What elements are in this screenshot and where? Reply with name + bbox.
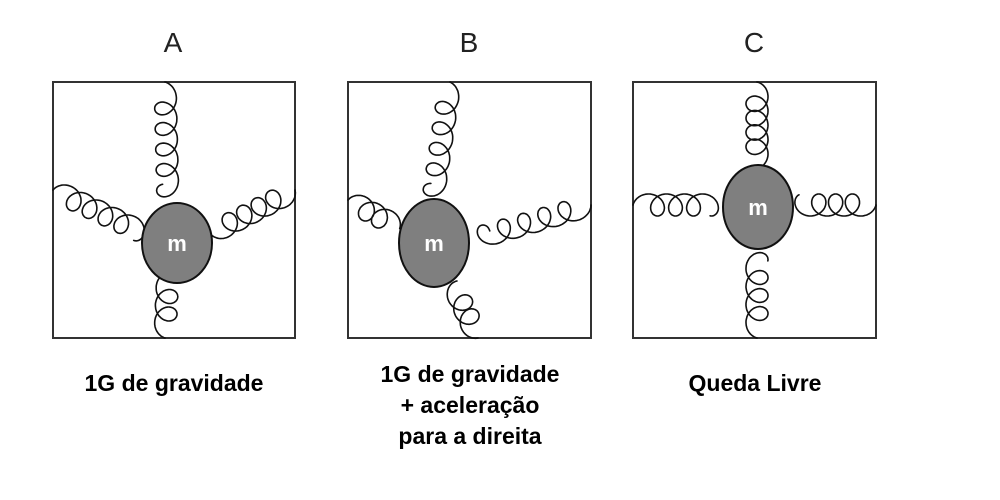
panel-c: C m xyxy=(632,27,877,339)
panel-c-mass-label: m xyxy=(748,195,768,220)
panel-a-caption: 1G de gravidade xyxy=(40,368,308,399)
panel-a-spring-right xyxy=(206,189,297,240)
panel-c-mass xyxy=(722,164,794,250)
panel-a: A m xyxy=(52,27,297,339)
panel-a-spring-left xyxy=(52,184,146,242)
panel-a-spring-top xyxy=(153,81,180,198)
panel-c-spring-top xyxy=(745,81,769,169)
panel-a-mass xyxy=(141,202,213,284)
panel-c-spring-left xyxy=(632,193,720,217)
panel-b-spring-right xyxy=(476,200,592,245)
panel-b-caption: 1G de gravidade + aceleração para a dire… xyxy=(330,359,610,452)
panel-b-spring-bottom xyxy=(446,280,480,340)
caption-line: 1G de gravidade xyxy=(380,361,560,387)
panel-c-spring-right xyxy=(794,193,877,217)
panel-b-spring-left xyxy=(347,194,402,230)
caption-line: 1G de gravidade xyxy=(84,370,264,396)
panel-b-mass xyxy=(398,198,470,288)
panel-a-spring-bottom xyxy=(153,271,180,339)
caption-line: + aceleração xyxy=(400,392,540,418)
panel-b-spring-top xyxy=(422,81,460,197)
panel-c-letter: C xyxy=(744,27,764,58)
caption-line: Queda Livre xyxy=(688,370,822,396)
panel-b-letter: B xyxy=(460,27,479,58)
caption-line: para a direita xyxy=(398,423,542,449)
panel-a-mass-label: m xyxy=(167,231,187,256)
panel-c-caption: Queda Livre xyxy=(620,368,890,399)
panel-b-mass-label: m xyxy=(424,231,444,256)
panel-c-spring-bottom xyxy=(745,251,769,339)
panel-b: B m xyxy=(347,27,592,340)
panel-a-letter: A xyxy=(164,27,183,58)
